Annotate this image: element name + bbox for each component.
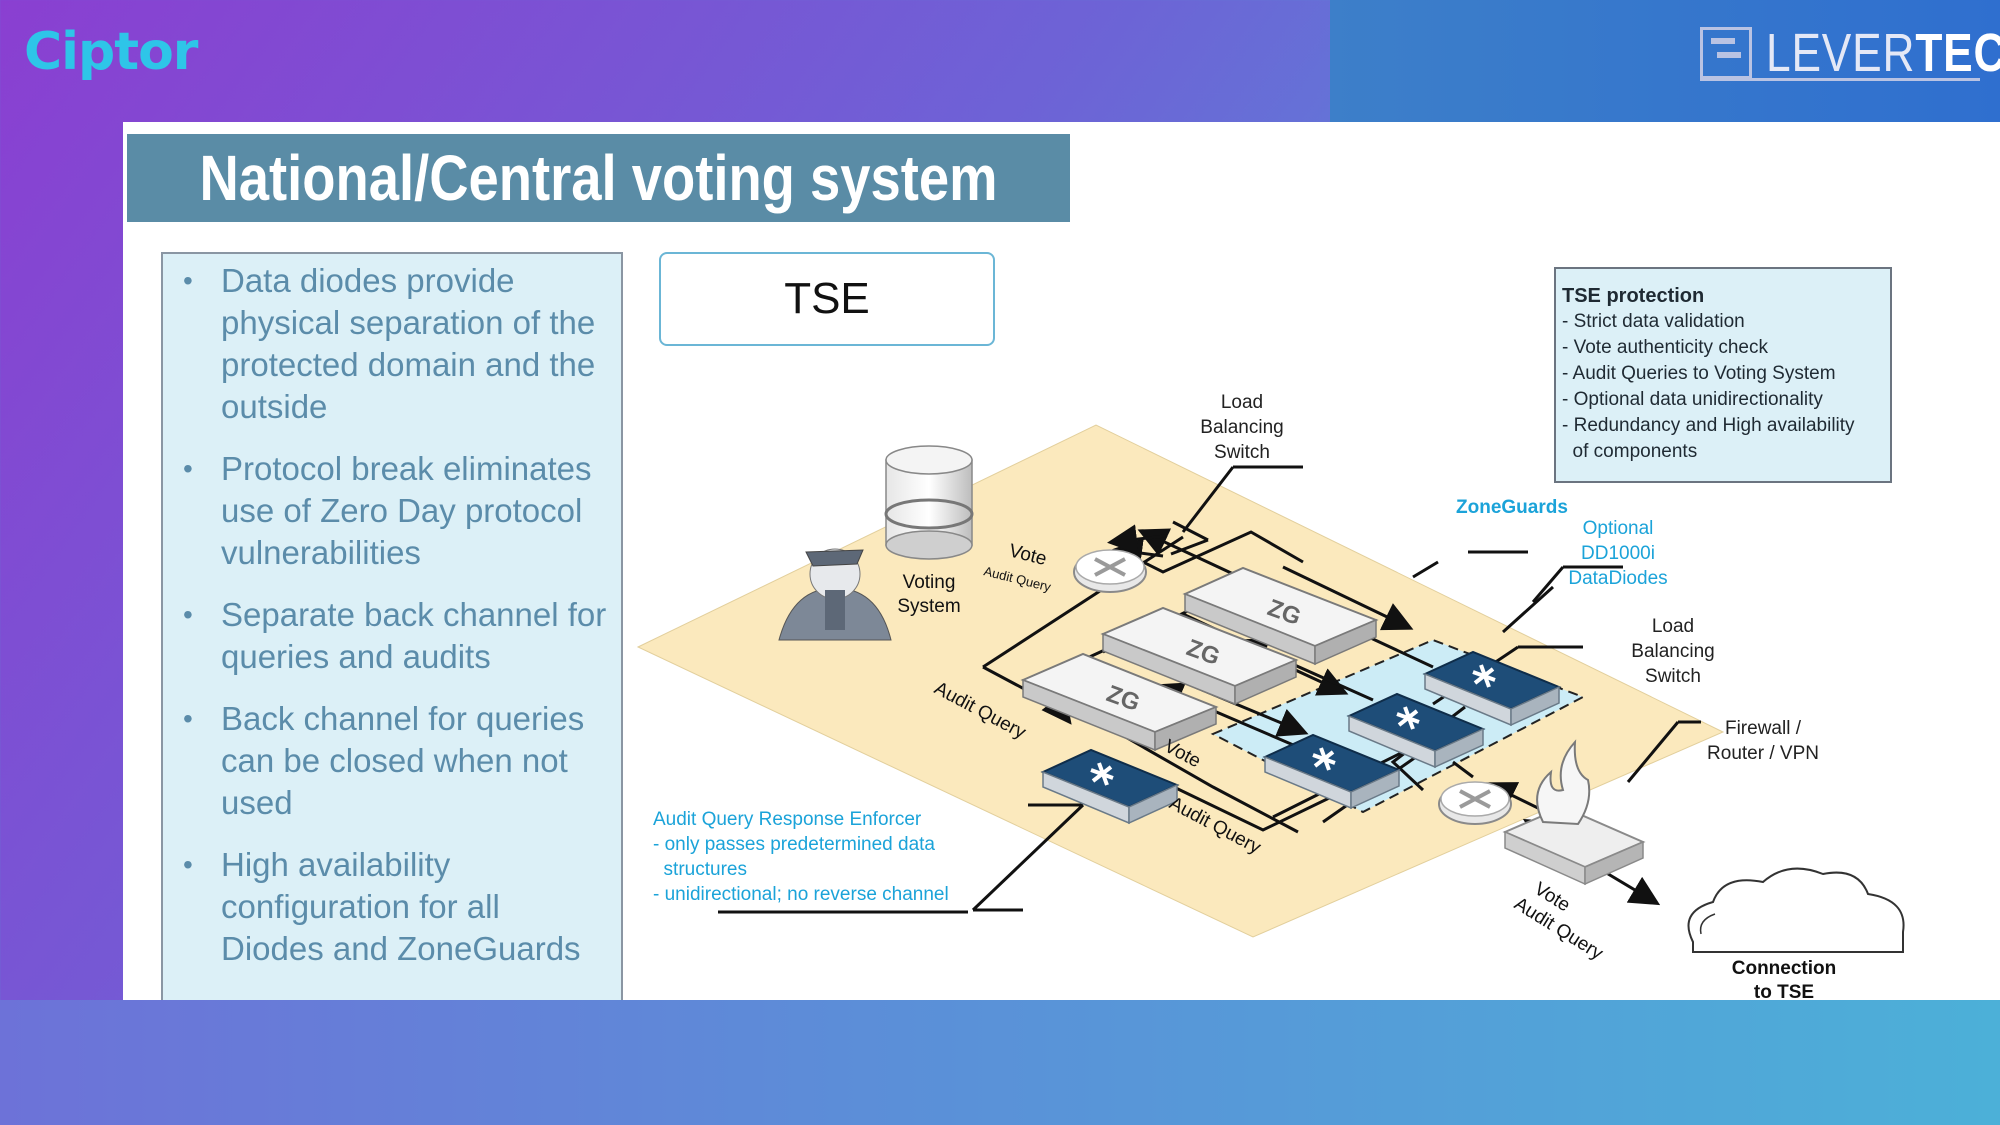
switch-bottom-label-line3: Switch — [1645, 666, 1701, 687]
tse-protection-item: - Redundancy and High availability — [1562, 415, 1855, 436]
enforcer-label-line2: - only passes predetermined data — [653, 834, 935, 855]
enforcer-label-line4: - unidirectional; no reverse channel — [653, 884, 949, 905]
bullet-item: Back channel for queries can be closed w… — [183, 698, 607, 824]
enforcer-label-line3: structures — [653, 859, 747, 880]
network-diagram: ZG ZG ZG — [636, 392, 1905, 1000]
bullet-panel: Data diodes provide physical separation … — [161, 252, 623, 1000]
switch-top-label-line2: Balancing — [1200, 417, 1283, 438]
zoneguard-3-icon: ZG — [1182, 566, 1379, 666]
switch-top-label-line1: Load — [1221, 392, 1263, 413]
connection-label-line2: to TSE — [1754, 982, 1814, 1000]
ciptor-logo: Ciptor — [24, 22, 198, 82]
bullet-item: Protocol break eliminates use of Zero Da… — [183, 448, 607, 574]
bullet-item: Data diodes provide physical separation … — [183, 260, 607, 428]
slide-title-bar: National/Central voting system — [127, 134, 1070, 222]
tse-protection-item: - Audit Queries to Voting System — [1562, 363, 1836, 384]
bullet-item: Separate back channel for queries and au… — [183, 594, 607, 678]
zoneguards-label: ZoneGuards — [1456, 497, 1568, 518]
footer-band — [0, 1000, 2000, 1125]
data-diode-2-icon — [1346, 692, 1486, 769]
enforcer-label-line1: Audit Query Response Enforcer — [653, 809, 922, 830]
levertech-underline — [1700, 78, 1980, 81]
tse-protection-item: of components — [1562, 441, 1698, 462]
tse-protection-item: - Vote authenticity check — [1562, 337, 1768, 358]
tse-label: TSE — [784, 274, 870, 323]
voting-system-label-line1: Voting — [903, 572, 956, 593]
voting-system-label-line2: System — [897, 596, 960, 617]
switch-bottom-label-line2: Balancing — [1631, 641, 1714, 662]
audit-enforcer-diode-icon — [1040, 748, 1180, 825]
levertech-logo: LEVERTECH — [1700, 18, 2000, 88]
load-balancing-switch-bottom-icon — [1438, 781, 1512, 825]
switch-bottom-label-line1: Load — [1652, 616, 1694, 637]
slide: National/Central voting system Data diod… — [123, 122, 2000, 1000]
firewall-router-icon — [1502, 739, 1646, 886]
connection-label-line1: Connection — [1732, 958, 1837, 979]
slide-title: National/Central voting system — [199, 142, 998, 214]
tse-protection-box: TSE protection - Strict data validation … — [1554, 267, 1892, 483]
operator-person-icon — [778, 548, 892, 641]
bullet-item: High availability configuration for all … — [183, 844, 607, 970]
tse-label-box: TSE — [659, 252, 995, 346]
tse-protection-item: - Strict data validation — [1562, 311, 1745, 332]
levertech-word-bold: TECH — [1915, 23, 2000, 83]
tse-protection-item: - Optional data unidirectionality — [1562, 389, 1823, 410]
voting-system-database-icon — [884, 445, 974, 560]
zoneguard-1-icon: ZG — [1020, 652, 1219, 752]
firewall-label-line1: Firewall / — [1725, 718, 1802, 739]
bullet-list: Data diodes provide physical separation … — [163, 254, 621, 970]
tse-protection-heading: TSE protection — [1562, 285, 1705, 307]
data-diode-3-icon — [1422, 650, 1562, 727]
firewall-label-line2: Router / VPN — [1707, 743, 1819, 764]
levertech-mark-icon — [1700, 27, 1752, 79]
data-diode-1-icon — [1262, 733, 1402, 810]
switch-top-label-line3: Switch — [1214, 442, 1270, 463]
zoneguard-2-icon: ZG — [1100, 606, 1299, 706]
optional-diodes-label-line3: DataDiodes — [1568, 568, 1667, 589]
levertech-word-light: LEVER — [1766, 23, 1916, 83]
optional-diodes-label-line1: Optional — [1583, 518, 1654, 539]
load-balancing-switch-top-icon — [1073, 549, 1147, 593]
levertech-wordmark: LEVERTECH — [1766, 22, 2000, 84]
header-band-right — [1330, 0, 2000, 122]
optional-diodes-label-line2: DD1000i — [1581, 543, 1655, 564]
cloud-icon — [1687, 867, 1905, 953]
